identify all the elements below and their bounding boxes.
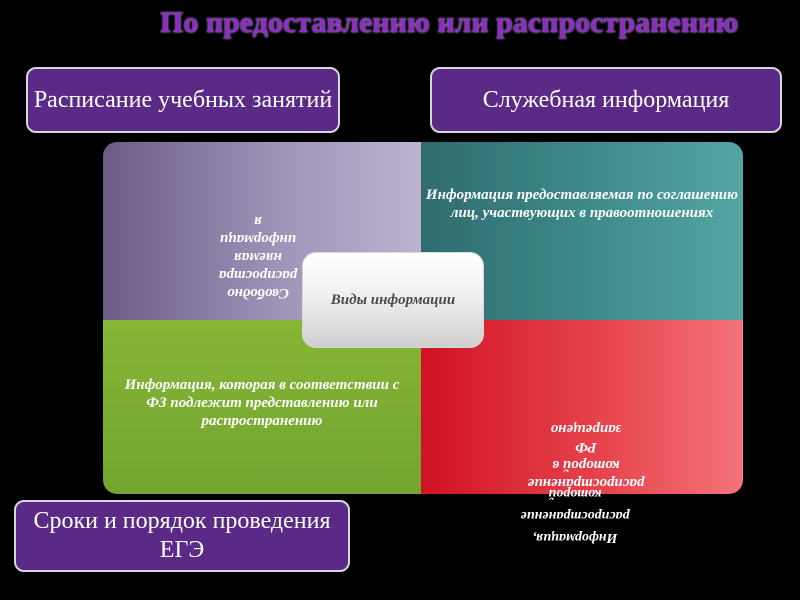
banned-text-overflow: Информация, распространение которой bbox=[520, 486, 630, 545]
quadrant-agreement-text: Информация предоставляемая по соглашению… bbox=[425, 187, 739, 221]
page-title: По предоставлению или распространению bbox=[160, 6, 739, 39]
ege-callout-text: Сроки и порядок проведения ЕГЭ bbox=[33, 508, 331, 563]
center-label-box: Виды информации bbox=[302, 252, 484, 348]
center-label: Виды информации bbox=[330, 291, 456, 308]
schedule-callout: Расписание учебных занятий bbox=[26, 67, 340, 133]
schedule-callout-text: Расписание учебных занятий bbox=[33, 86, 333, 113]
quadrant-banned-info: Информация, распространение которой в РФ… bbox=[421, 320, 743, 494]
service-info-callout-text: Служебная информация bbox=[482, 86, 730, 113]
info-types-matrix: Свободно распростра няемая информаци я И… bbox=[103, 142, 743, 494]
quadrant-mandatory-info: Информация, которая в соответствии с ФЗ … bbox=[103, 320, 421, 494]
quadrant-mandatory-text: Информация, которая в соответствии с ФЗ … bbox=[124, 377, 400, 429]
ege-callout: Сроки и порядок проведения ЕГЭ bbox=[14, 500, 350, 572]
service-info-callout: Служебная информация bbox=[430, 67, 782, 133]
